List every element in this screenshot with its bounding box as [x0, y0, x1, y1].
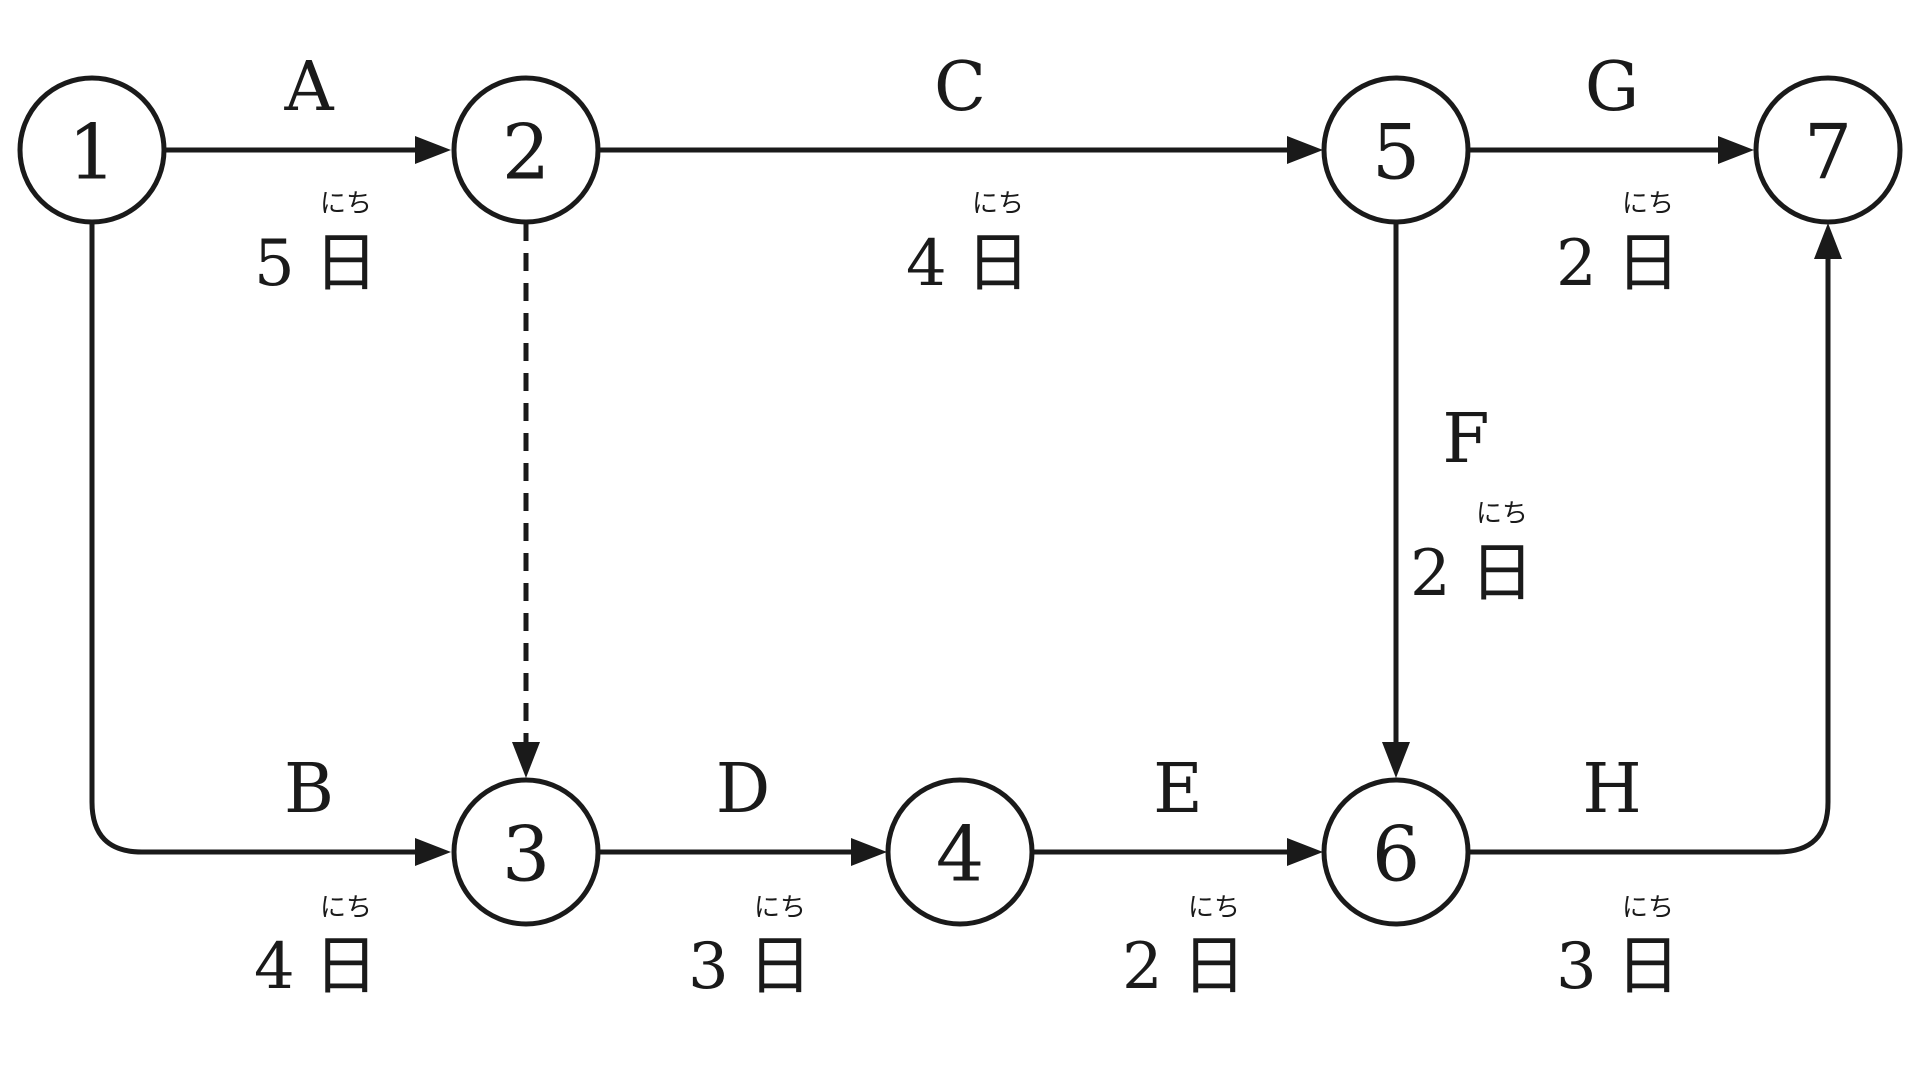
activity-label-a: A [283, 48, 334, 127]
duration-g: にち 2 日 [1556, 189, 1680, 301]
dummy-edge-2-3-arrowhead [512, 742, 540, 778]
duration-d-unit: 日 [748, 930, 812, 1004]
duration-a-value: 5 [254, 227, 295, 301]
duration-c-unit: 日 [966, 227, 1030, 301]
node-7-label: 7 [1804, 108, 1852, 197]
duration-c: にち 4 日 [906, 189, 1030, 301]
node-5: 5 [1321, 75, 1471, 225]
edge-h [1470, 259, 1831, 855]
node-6-label: 6 [1372, 810, 1420, 899]
duration-a-reading: にち [320, 189, 372, 219]
activity-label-g: G [1585, 48, 1639, 127]
activity-label-b: B [284, 750, 334, 829]
duration-d: にち 3 日 [688, 893, 812, 1004]
duration-h-unit: 日 [1616, 930, 1680, 1004]
duration-f-value: 2 [1410, 537, 1451, 611]
edge-a-arrowhead [415, 136, 451, 164]
node-1-label: 1 [68, 108, 116, 197]
duration-e-value: 2 [1122, 930, 1163, 1004]
edges [89, 136, 1842, 866]
edge-g-arrowhead [1718, 136, 1754, 164]
activity-label-f: F [1442, 400, 1489, 479]
duration-f-reading: にち [1476, 499, 1528, 529]
activity-label-h: H [1582, 750, 1641, 829]
duration-g-value: 2 [1556, 227, 1597, 301]
node-3: 3 [451, 777, 601, 927]
duration-a-unit: 日 [314, 227, 378, 301]
nodes: 1 2 3 4 5 6 7 [17, 75, 1903, 927]
duration-e-reading: にち [1188, 893, 1240, 923]
duration-b-value: 4 [254, 930, 295, 1004]
duration-f-unit: 日 [1470, 537, 1534, 611]
duration-labels: にち 5 日 にち 4 日 にち 2 日 にち 2 日 にち 4 日 [254, 189, 1680, 1004]
edge-h-arrowhead [1814, 223, 1842, 259]
duration-e-unit: 日 [1182, 930, 1246, 1004]
activity-label-e: E [1153, 750, 1203, 829]
node-6: 6 [1321, 777, 1471, 927]
duration-h: にち 3 日 [1556, 893, 1680, 1004]
duration-d-value: 3 [688, 930, 729, 1004]
node-5-label: 5 [1372, 108, 1420, 197]
duration-h-reading: にち [1622, 893, 1674, 923]
node-4: 4 [885, 777, 1035, 927]
duration-b-reading: にち [320, 893, 372, 923]
node-3-label: 3 [502, 810, 550, 899]
node-2-label: 2 [502, 108, 550, 197]
duration-g-reading: にち [1622, 189, 1674, 219]
activity-label-c: C [934, 48, 986, 127]
node-4-label: 4 [936, 810, 984, 899]
edge-f-arrowhead [1382, 742, 1410, 778]
duration-b-unit: 日 [314, 930, 378, 1004]
activity-label-d: D [716, 750, 771, 829]
duration-h-value: 3 [1556, 930, 1597, 1004]
activity-labels: A B C D E F G H [283, 48, 1641, 829]
duration-c-value: 4 [906, 227, 947, 301]
node-2: 2 [451, 75, 601, 225]
edge-b-arrowhead [415, 838, 451, 866]
duration-d-reading: にち [754, 893, 806, 923]
duration-c-reading: にち [972, 189, 1024, 219]
edge-e-arrowhead [1287, 838, 1323, 866]
duration-g-unit: 日 [1616, 227, 1680, 301]
edge-b [89, 223, 415, 855]
duration-a: にち 5 日 [254, 189, 378, 301]
node-1: 1 [17, 75, 167, 225]
edge-c-arrowhead [1287, 136, 1323, 164]
edge-d-arrowhead [851, 838, 887, 866]
duration-f: にち 2 日 [1410, 499, 1534, 611]
node-7: 7 [1753, 75, 1903, 225]
duration-e: にち 2 日 [1122, 893, 1246, 1004]
duration-b: にち 4 日 [254, 893, 378, 1004]
